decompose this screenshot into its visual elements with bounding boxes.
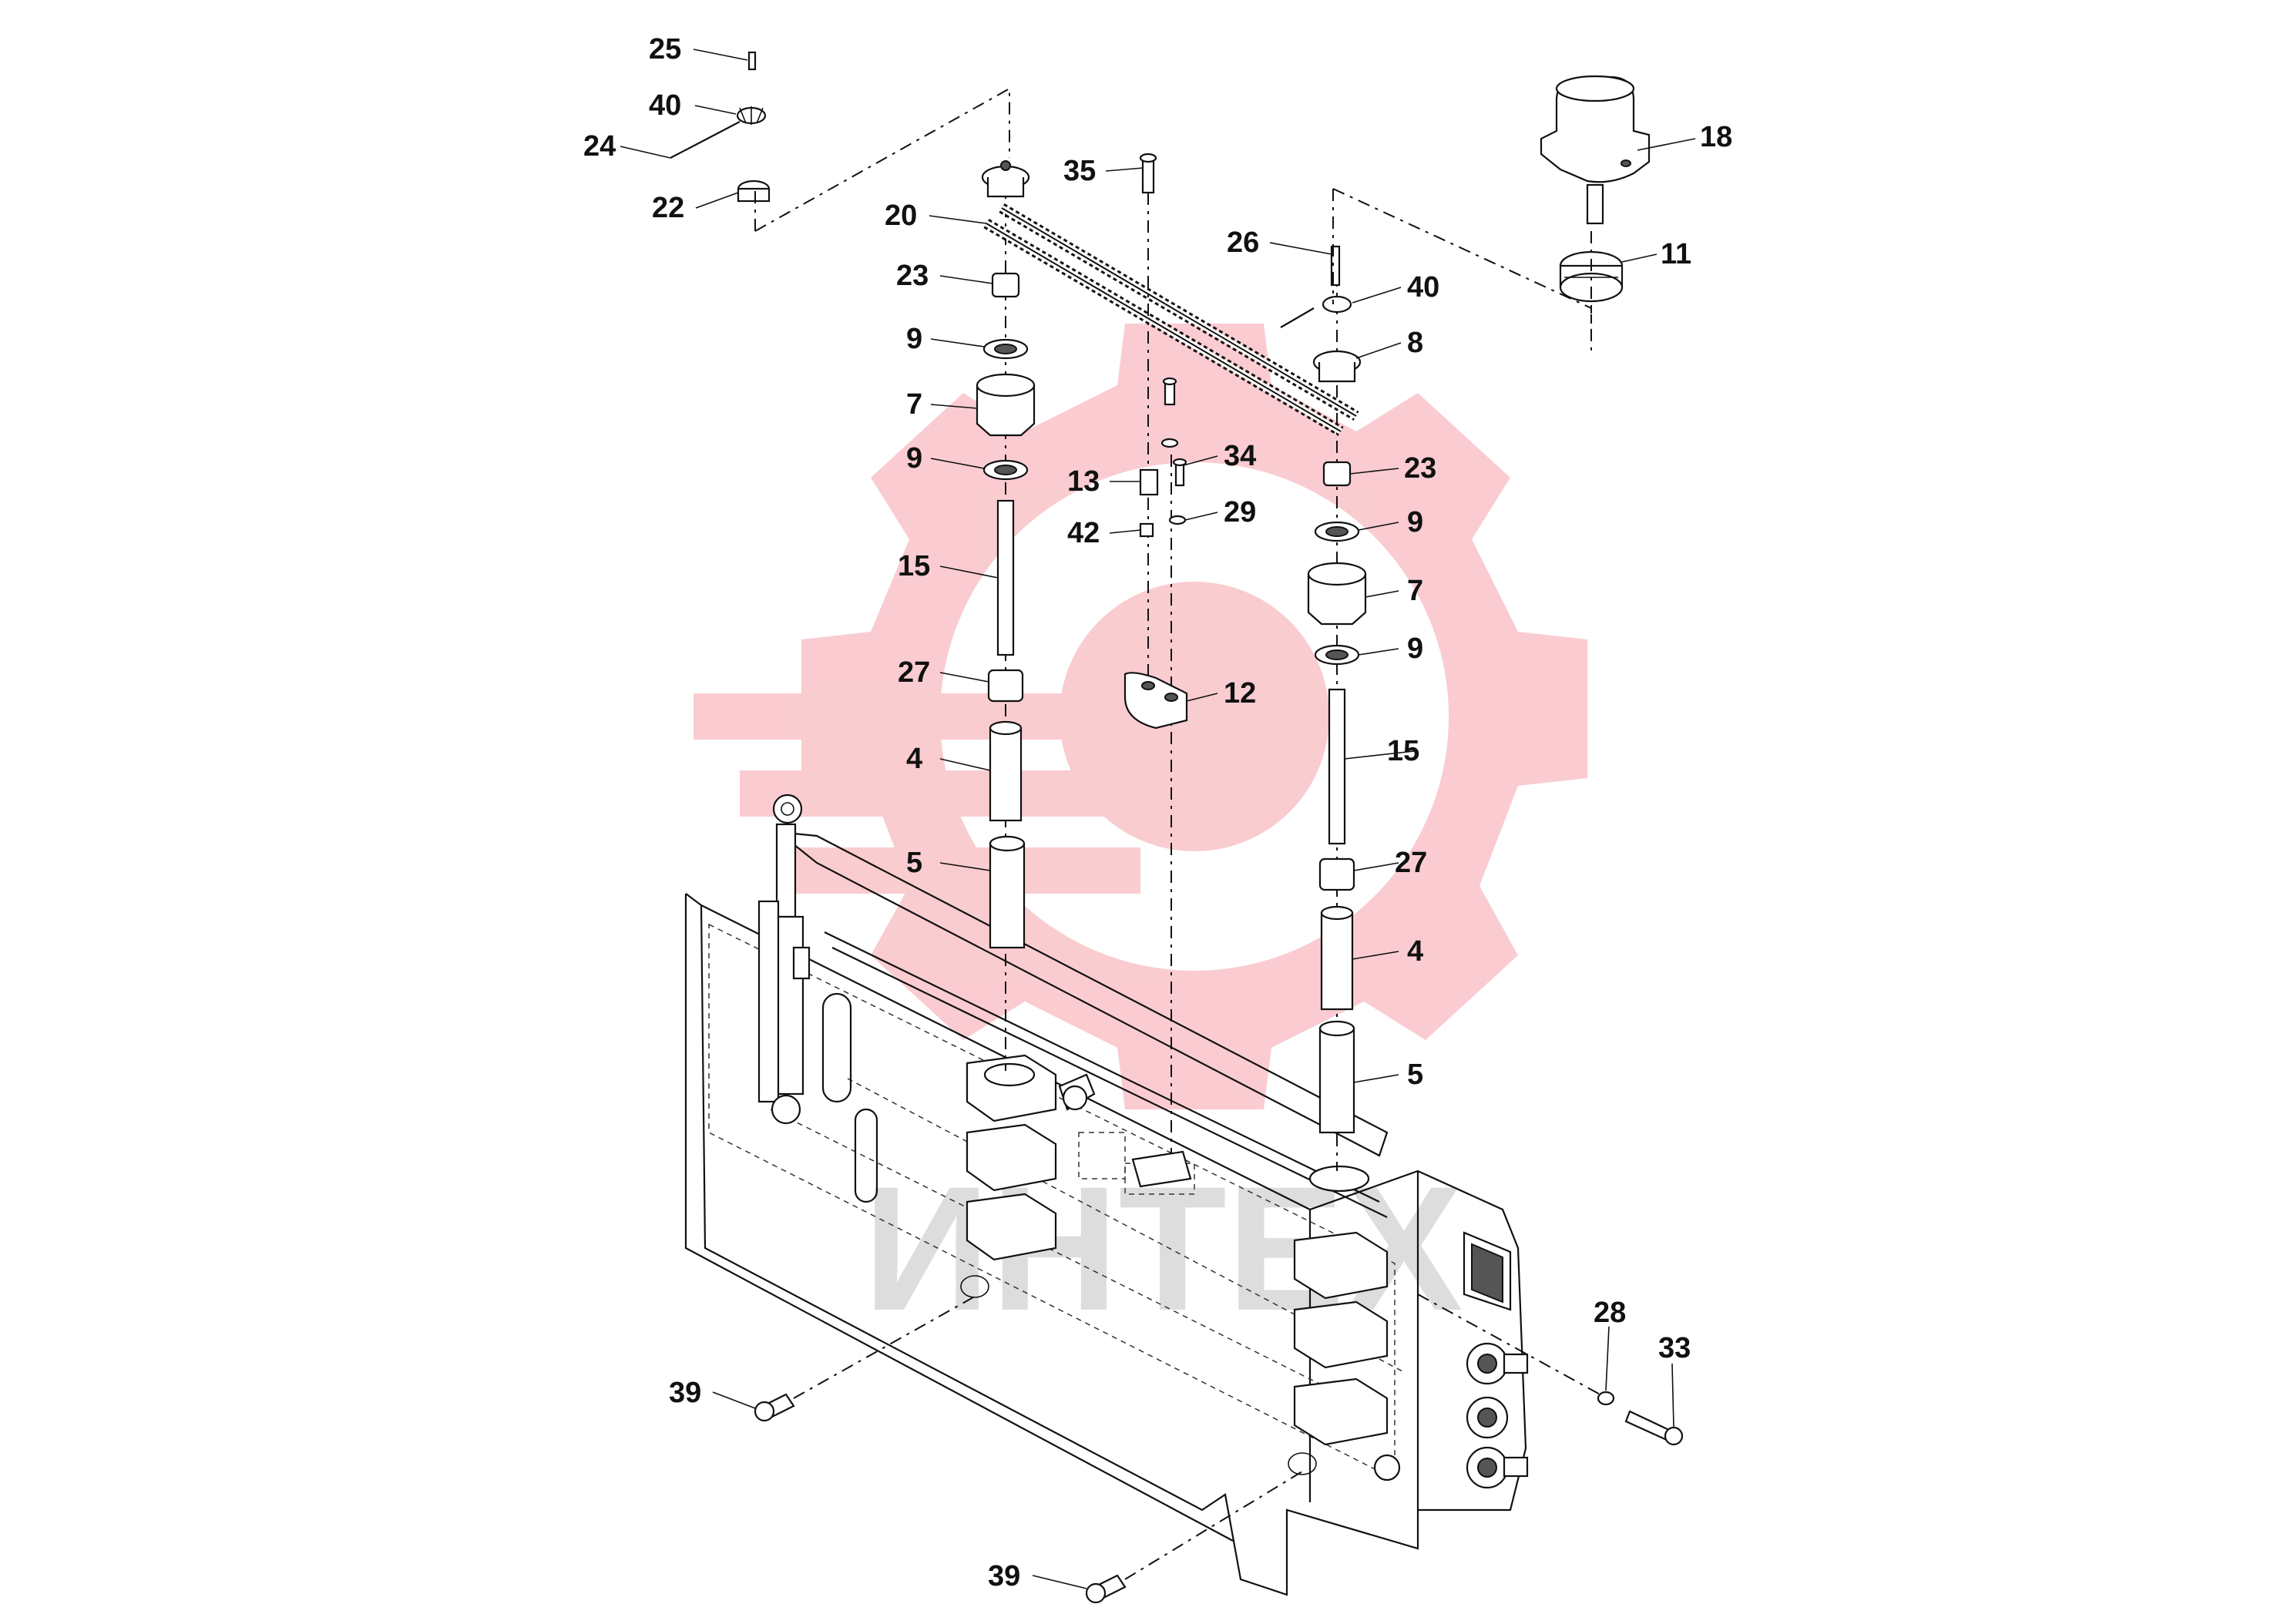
callout-39: 39 <box>988 1560 1020 1592</box>
right-bearing-seats <box>1288 1165 1401 1481</box>
callout-28: 28 <box>1594 1297 1626 1329</box>
left-hydraulic-cylinder <box>757 794 811 1125</box>
motor-assembly <box>1332 75 1651 354</box>
top-left-small-parts <box>670 51 1010 232</box>
callout-7: 7 <box>906 388 922 421</box>
callout-5: 5 <box>906 847 922 879</box>
callout-18: 18 <box>1700 121 1732 153</box>
callout-4: 4 <box>906 743 922 775</box>
bottom-fasteners <box>754 1293 1684 1604</box>
callout-25: 25 <box>649 33 681 65</box>
leader-lines <box>620 49 1696 1589</box>
callout-20: 20 <box>885 200 917 232</box>
callout-35: 35 <box>1063 155 1096 187</box>
callout-9: 9 <box>906 442 922 475</box>
callout-5: 5 <box>1407 1059 1423 1091</box>
callout-33: 33 <box>1658 1332 1691 1364</box>
callout-9: 9 <box>906 323 922 355</box>
callout-labels: 25 40 24 22 20 23 9 7 9 15 27 4 5 35 13 … <box>583 33 1732 1592</box>
callout-7: 7 <box>1407 575 1423 607</box>
callout-40: 40 <box>649 89 681 122</box>
callout-29: 29 <box>1224 496 1256 528</box>
callout-15: 15 <box>1387 735 1419 767</box>
callout-24: 24 <box>583 130 616 163</box>
callout-8: 8 <box>1407 327 1423 359</box>
callout-40: 40 <box>1407 271 1439 304</box>
callout-13: 13 <box>1067 465 1100 498</box>
callout-27: 27 <box>898 656 930 689</box>
center-tensioner-assembly <box>1123 153 1192 1188</box>
callout-9: 9 <box>1407 632 1423 665</box>
callout-22: 22 <box>652 192 684 224</box>
callout-12: 12 <box>1224 677 1256 710</box>
left-bearing-seats <box>960 1054 1096 1298</box>
callout-15: 15 <box>898 550 930 582</box>
callout-26: 26 <box>1227 226 1259 259</box>
callout-34: 34 <box>1224 440 1256 472</box>
drive-chain <box>983 203 1359 437</box>
callout-27: 27 <box>1395 847 1427 879</box>
callout-11: 11 <box>1661 238 1691 270</box>
callout-9: 9 <box>1407 506 1423 539</box>
callout-23: 23 <box>896 260 929 292</box>
right-shaft-stack <box>1280 245 1367 1171</box>
callout-39: 39 <box>669 1377 701 1409</box>
callout-23: 23 <box>1404 452 1436 485</box>
left-shaft-stack <box>976 160 1036 1071</box>
right-side-motors <box>1466 1342 1529 1489</box>
callout-42: 42 <box>1067 517 1100 549</box>
callout-4: 4 <box>1407 935 1423 968</box>
